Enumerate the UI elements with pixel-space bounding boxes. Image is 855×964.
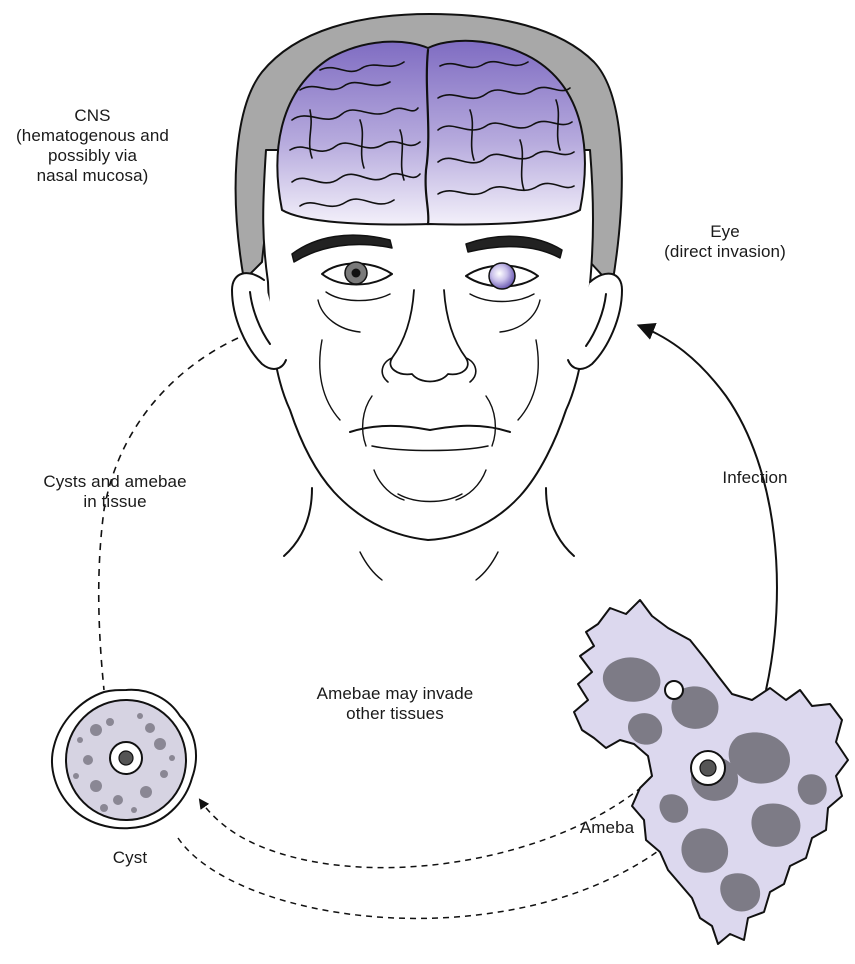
label-cyst: Cyst: [90, 848, 170, 868]
infected-eye: [489, 263, 515, 289]
dashed-path-tissue: [99, 338, 238, 690]
cyst-illustration: [52, 690, 196, 828]
cyst-nucleus: [119, 751, 133, 765]
label-cns: CNS (hematogenous and possibly via nasal…: [0, 106, 185, 186]
ameba-nucleus: [700, 760, 716, 776]
label-cysts-in-tissue: Cysts and amebae in tissue: [10, 472, 220, 512]
label-amebae-invade: Amebae may invade other tissues: [290, 684, 500, 724]
label-infection: Infection: [700, 468, 810, 488]
label-ameba: Ameba: [562, 818, 652, 838]
dashed-arrow-cyst-to-ameba: [178, 838, 668, 918]
label-eye: Eye (direct invasion): [630, 222, 820, 262]
head-illustration: [232, 14, 622, 580]
ameba-illustration: [574, 600, 848, 944]
neck: [284, 488, 312, 556]
ameba-vacuole: [665, 681, 683, 699]
